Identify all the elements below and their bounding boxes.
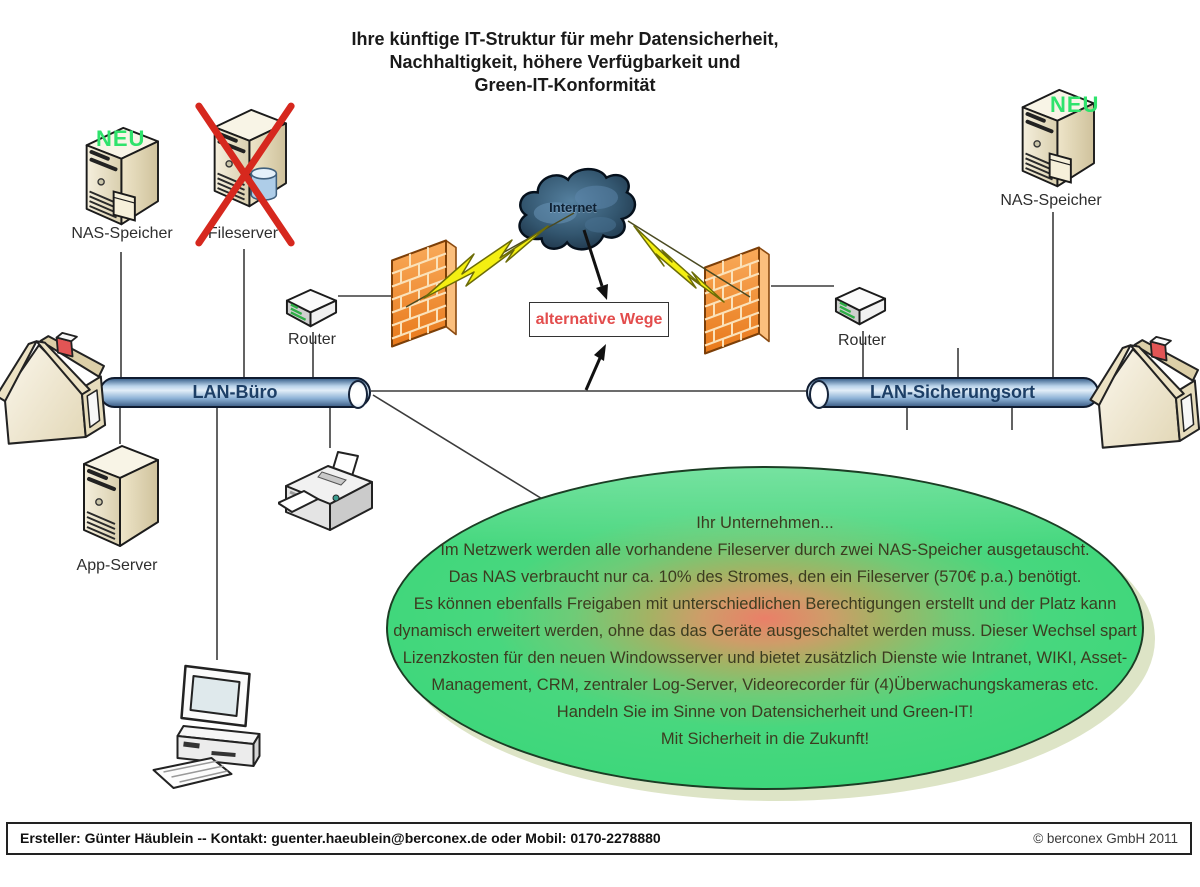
printer-icon [278,451,373,531]
bubble-line: Im Netzwerk werden alle vorhandene Files… [440,541,1090,559]
fileserver-label: Fileserver [207,225,279,242]
folder-icon [1048,152,1072,184]
house-icon-right [1083,327,1200,460]
bubble-line: Handeln Sie im Sinne von Datensicherheit… [556,703,974,721]
bubble-line: Das NAS verbraucht nur ca. 10% des Strom… [448,568,1082,586]
app-server-icon [70,442,162,554]
red-cross-icon [192,100,298,250]
nas-server-icon-right [1006,86,1101,194]
folder-icon [112,190,136,222]
neu-badge-right: NEU [1050,92,1100,117]
info-ellipse-text: Ihr Unternehmen... Im Netzwerk werden al… [388,510,1142,753]
info-ellipse: Ihr Unternehmen... Im Netzwerk werden al… [386,466,1144,790]
router-icon-left [283,286,340,333]
lan-bus-office: LAN-Büro [99,377,371,409]
internet-label: Internet [549,200,597,215]
alternative-wege-label: alternative Wege [535,310,663,328]
nas-server-icon-left [70,124,165,232]
firewall-icon-left [388,235,460,356]
nas-left-label: NAS-Speicher [71,225,173,242]
pill-cap-icon [348,380,368,409]
firewall-icon-right [701,242,773,363]
connector-lan-to-bubble [372,394,558,509]
footer-bar: Ersteller: Günter Häublein -- Kontakt: g… [6,822,1192,855]
bubble-line: Management, CRM, zentraler Log-Server, V… [431,676,1099,694]
router-icon-right [832,284,889,331]
router-right-label: Router [837,332,887,349]
bubble-line: dynamisch erweitert werden, ohne das das… [393,622,1137,640]
lan-bus-backup: LAN-Sicherungsort [806,377,1099,409]
nas-right-label: NAS-Speicher [1000,192,1102,209]
title-line-3: Green-IT-Konformität [474,75,656,95]
title-line-1: Ihre künftige IT-Struktur für mehr Daten… [351,29,779,49]
neu-badge-left: NEU [96,126,146,151]
diagram-title: Ihre künftige IT-Struktur für mehr Daten… [160,28,970,97]
bubble-line: Lizenzkosten für den neuen Windowsserver… [402,649,1128,667]
alternative-wege-box: alternative Wege [529,302,669,337]
footer-copyright: © berconex GmbH 2011 [1033,831,1178,846]
lan-backup-label: LAN-Sicherungsort [869,382,1035,402]
title-line-2: Nachhaltigkeit, höhere Verfügbarkeit und [389,52,741,72]
house-icon-left [0,323,113,456]
bubble-line: Mit Sicherheit in die Zukunft! [660,730,870,748]
bubble-line: Ihr Unternehmen... [696,514,834,532]
pill-cap-icon [809,380,829,409]
workstation-icon [152,664,261,789]
lan-office-label: LAN-Büro [192,382,278,402]
app-server-label: App-Server [76,557,158,574]
bubble-line: Es können ebenfalls Freigaben mit unters… [413,595,1117,613]
footer-author: Ersteller: Günter Häublein -- Kontakt: g… [20,830,661,846]
router-left-label: Router [287,331,337,348]
